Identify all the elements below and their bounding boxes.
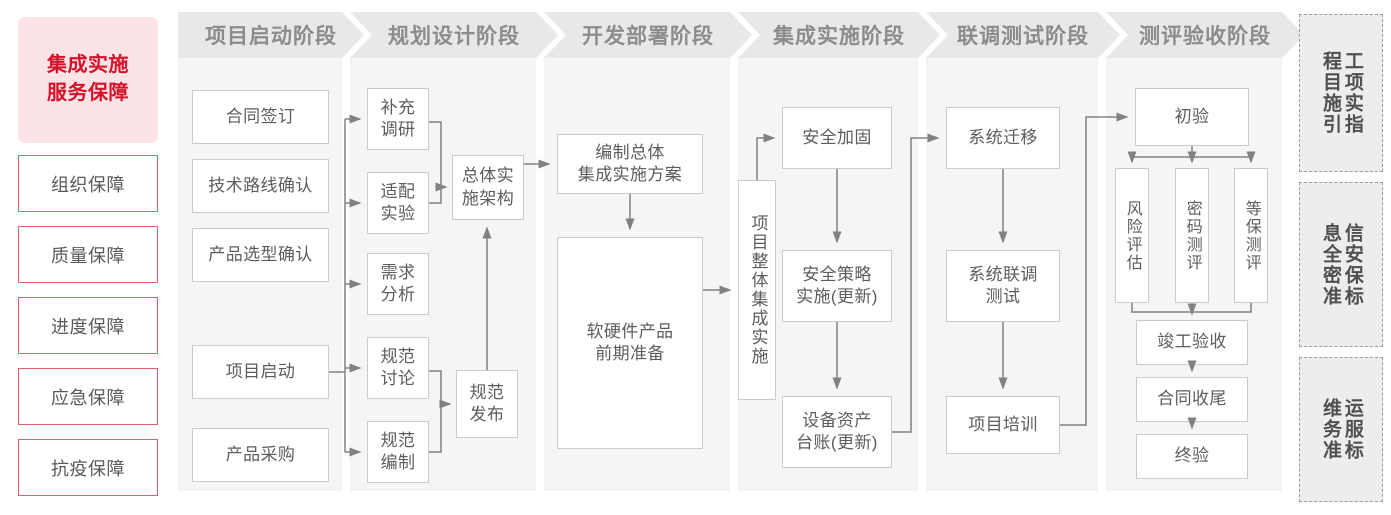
node-mlps-evaluation[interactable]: 等保测评	[1234, 168, 1268, 303]
node-spec-drafting[interactable]: 规范 编制	[367, 421, 429, 483]
standard-text-col-left: 运服标	[1341, 398, 1363, 461]
guarantee-item-epidemic[interactable]: 抗疫保障	[18, 439, 158, 496]
service-guarantee-title-line1: 集成实施	[47, 54, 129, 77]
node-adaptation-test-line2: 实验	[380, 204, 416, 223]
node-asset-ledger-line1: 设备资产	[802, 410, 872, 430]
node-supplementary-research[interactable]: 补充 调研	[367, 88, 429, 150]
node-draft-plan-line2: 集成实施方案	[577, 165, 683, 184]
node-supplementary-research-line1: 补充	[380, 97, 416, 117]
node-supplementary-research-line2: 调研	[380, 120, 416, 139]
standard-text-col-left: 信安保标	[1341, 222, 1363, 307]
guarantee-item-schedule[interactable]: 进度保障	[18, 297, 158, 354]
node-spec-drafting-line1: 规范	[380, 430, 416, 450]
standard-panel-ops-service-standard[interactable]: 维务准 运服标	[1299, 357, 1383, 502]
node-overall-project-integration[interactable]: 项目整体集成实施	[738, 180, 776, 400]
node-security-hardening[interactable]: 安全加固	[782, 107, 892, 169]
node-product-selection-confirm[interactable]: 产品选型确认	[192, 228, 329, 282]
stage-header-5[interactable]: 联调测试阶段	[926, 12, 1120, 58]
node-security-policy-line1: 安全策略	[802, 264, 872, 284]
node-security-policy-implementation[interactable]: 安全策略 实施(更新)	[782, 250, 892, 322]
standard-panel-project-implementation-guide[interactable]: 程目施引 工项实指	[1299, 14, 1383, 172]
node-joint-debug-line2: 测试	[985, 287, 1021, 306]
stage-header-6[interactable]: 测评验收阶段	[1106, 12, 1304, 58]
node-spec-release-line2: 发布	[469, 405, 505, 424]
node-completion-acceptance[interactable]: 竣工验收	[1136, 320, 1248, 365]
node-contract-signing[interactable]: 合同签订	[192, 90, 329, 144]
node-product-procurement[interactable]: 产品采购	[192, 428, 329, 482]
node-final-acceptance[interactable]: 终验	[1136, 434, 1248, 479]
node-spec-discussion-line1: 规范	[380, 346, 416, 366]
node-overall-arch-line1: 总体实	[461, 166, 515, 186]
node-requirement-analysis-line2: 分析	[380, 285, 416, 304]
node-security-policy-line2: 实施(更新)	[796, 287, 878, 306]
node-requirement-analysis[interactable]: 需求 分析	[367, 253, 429, 315]
standard-text-col-right: 程目施引	[1320, 51, 1341, 135]
node-spec-discussion-line2: 讨论	[380, 369, 416, 388]
node-spec-release[interactable]: 规范 发布	[456, 370, 518, 438]
node-crypto-evaluation[interactable]: 密码测评	[1175, 168, 1209, 303]
stage-header-4[interactable]: 集成实施阶段	[738, 12, 940, 58]
node-contract-closeout[interactable]: 合同收尾	[1136, 377, 1248, 422]
node-asset-ledger-line2: 台账(更新)	[796, 433, 878, 452]
node-system-joint-debug-test[interactable]: 系统联调 测试	[946, 250, 1060, 322]
node-project-training[interactable]: 项目培训	[946, 396, 1060, 454]
node-hw-sw-preparation[interactable]: 软硬件产品 前期准备	[557, 237, 703, 449]
guarantee-item-emergency[interactable]: 应急保障	[18, 368, 158, 425]
node-draft-overall-integration-plan[interactable]: 编制总体 集成实施方案	[557, 134, 703, 194]
service-guarantee-title-line2: 服务保障	[47, 82, 129, 104]
node-requirement-analysis-line1: 需求	[380, 262, 416, 282]
node-adaptation-test[interactable]: 适配 实验	[367, 172, 429, 234]
standard-text-col-right: 维务准	[1320, 398, 1341, 461]
service-guarantee-title: 集成实施 服务保障	[18, 17, 158, 143]
node-equipment-asset-ledger[interactable]: 设备资产 台账(更新)	[782, 396, 892, 468]
standard-text-col-right: 息全密准	[1320, 222, 1341, 307]
node-project-kickoff[interactable]: 项目启动	[192, 345, 329, 399]
stage-header-1[interactable]: 项目启动阶段	[178, 12, 364, 58]
node-system-migration[interactable]: 系统迁移	[946, 107, 1060, 169]
standard-panel-infosec-confidentiality[interactable]: 息全密准 信安保标	[1299, 182, 1383, 347]
standard-text-col-left: 工项实指	[1341, 51, 1363, 135]
guarantee-item-organization[interactable]: 组织保障	[18, 155, 158, 212]
stage-header-3[interactable]: 开发部署阶段	[544, 12, 752, 58]
node-tech-route-confirm[interactable]: 技术路线确认	[192, 159, 329, 213]
node-adaptation-test-line1: 适配	[380, 181, 416, 201]
node-risk-assessment[interactable]: 风险评估	[1115, 168, 1149, 303]
guarantee-item-quality[interactable]: 质量保障	[18, 226, 158, 283]
node-spec-release-line1: 规范	[469, 382, 505, 402]
node-hw-sw-prep-line1: 软硬件产品	[586, 321, 674, 341]
node-draft-plan-line1: 编制总体	[595, 142, 665, 162]
node-overall-implementation-architecture[interactable]: 总体实 施架构	[452, 155, 524, 220]
node-preliminary-acceptance[interactable]: 初验	[1135, 88, 1249, 146]
node-hw-sw-prep-line2: 前期准备	[595, 344, 665, 363]
stage-header-2[interactable]: 规划设计阶段	[350, 12, 558, 58]
node-overall-arch-line2: 施架构	[461, 188, 515, 208]
node-spec-drafting-line2: 编制	[380, 453, 416, 472]
node-spec-discussion[interactable]: 规范 讨论	[367, 337, 429, 399]
node-joint-debug-line1: 系统联调	[968, 264, 1038, 284]
